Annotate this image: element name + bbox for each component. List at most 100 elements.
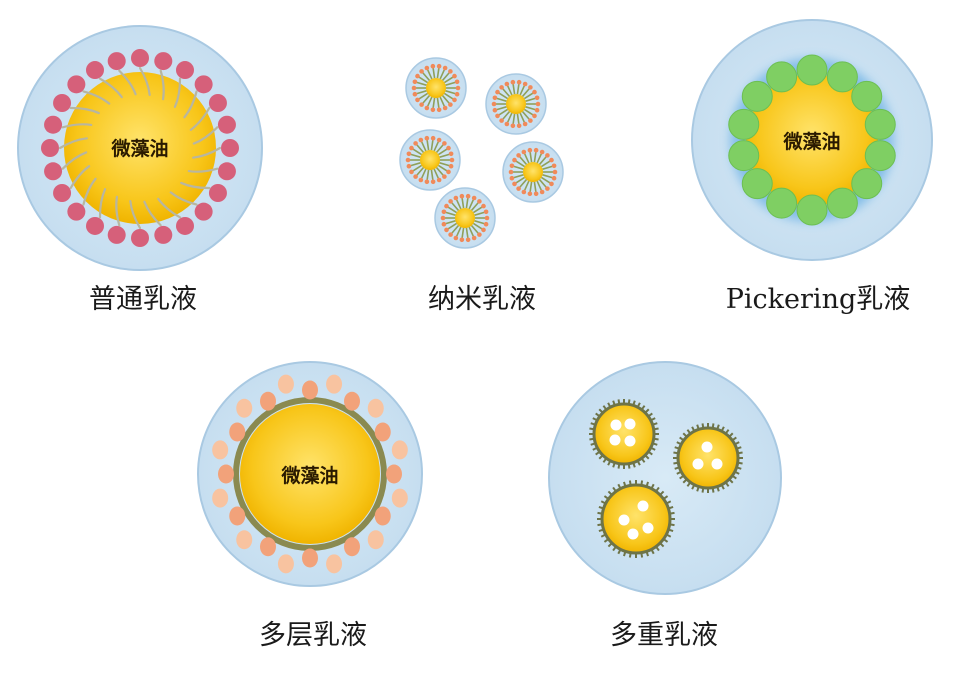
surfactant-tail bbox=[538, 179, 547, 188]
solid-particle bbox=[851, 168, 883, 200]
surfactant-tail bbox=[58, 137, 88, 150]
surfactant-tail bbox=[441, 95, 450, 104]
surfactant-head bbox=[415, 73, 420, 79]
surfactant-head bbox=[527, 191, 533, 197]
surfactant-head bbox=[415, 97, 420, 103]
surfactant-head bbox=[424, 65, 430, 71]
surfactant-head bbox=[444, 203, 449, 209]
surfactant-tail bbox=[513, 165, 524, 170]
surfactant-tail bbox=[447, 222, 458, 230]
surfactant-tail bbox=[437, 164, 448, 172]
surfactant-tail bbox=[525, 97, 536, 102]
surfactant-head bbox=[455, 85, 461, 91]
surfactant-head bbox=[508, 169, 514, 175]
surfactant-tail bbox=[538, 156, 547, 165]
caption-multilayer-emulsion: 多层乳液 bbox=[259, 620, 367, 651]
surfactant-tail bbox=[189, 106, 211, 131]
surfactant-tail bbox=[516, 84, 520, 95]
solid-particle bbox=[766, 187, 798, 219]
surfactant-head bbox=[521, 189, 527, 195]
surfactant-head bbox=[528, 85, 533, 90]
inner-water-droplet bbox=[642, 522, 654, 534]
surfactant-head bbox=[440, 215, 446, 221]
surfactant-head bbox=[512, 157, 517, 163]
surfactant-tail bbox=[433, 168, 440, 179]
surfactant-head bbox=[412, 79, 418, 85]
surfactant-tail bbox=[542, 174, 553, 179]
surfactant-tail bbox=[61, 151, 88, 170]
surfactant-tail bbox=[410, 153, 421, 158]
surfactant-tails bbox=[58, 66, 222, 230]
surfactant-tail bbox=[173, 77, 182, 108]
surfactant-tail bbox=[169, 191, 198, 206]
surfactant-head bbox=[481, 227, 486, 233]
solid-particle bbox=[864, 140, 896, 172]
surfactant-tail bbox=[533, 152, 537, 163]
surfactant-tail bbox=[416, 167, 425, 176]
surfactant-tail bbox=[82, 90, 111, 105]
surfactant-head bbox=[67, 202, 86, 221]
surfactant-tail bbox=[451, 202, 460, 211]
surfactant-tail bbox=[519, 179, 528, 188]
inner-water-droplet bbox=[624, 418, 636, 430]
surfactant-head bbox=[424, 105, 430, 111]
surfactant-head bbox=[509, 175, 515, 181]
oil-droplet bbox=[597, 480, 675, 558]
surfactant-tail bbox=[536, 180, 543, 191]
surfactant-head bbox=[446, 145, 451, 151]
inner-water-droplet bbox=[637, 500, 649, 512]
surfactant-head bbox=[534, 107, 540, 113]
surfactant-tail bbox=[474, 220, 485, 225]
surfactant-head bbox=[441, 221, 447, 227]
surfactant-head bbox=[516, 153, 521, 158]
surfactant-tail bbox=[416, 81, 427, 86]
surfactant-head bbox=[406, 151, 412, 157]
surfactant-head bbox=[441, 209, 447, 215]
surfactant-head bbox=[481, 203, 486, 209]
surfactant-head bbox=[430, 107, 436, 113]
surfactant-head bbox=[504, 81, 510, 87]
surfactant-head bbox=[549, 157, 554, 163]
layer-head bbox=[374, 506, 391, 526]
surfactant-head bbox=[221, 139, 239, 157]
surfactant-head bbox=[532, 89, 537, 95]
surfactant-head bbox=[522, 81, 528, 87]
caption-ordinary-emulsion: 普通乳液 bbox=[89, 284, 197, 315]
surfactant-tail bbox=[465, 227, 469, 238]
nano-emulsion bbox=[399, 57, 564, 249]
oil-core-label: 微藻油 bbox=[110, 137, 168, 160]
nano-droplet bbox=[434, 187, 496, 249]
surfactant-tail bbox=[436, 68, 440, 79]
surfactant-head bbox=[448, 163, 454, 169]
surfactant-head bbox=[107, 225, 126, 244]
surfactant-tail bbox=[472, 206, 483, 214]
surfactant-head bbox=[465, 193, 471, 199]
surfactant-head bbox=[86, 216, 104, 235]
surfactant-tail bbox=[98, 188, 107, 219]
layer-head bbox=[229, 422, 246, 442]
surfactant-head bbox=[499, 118, 504, 123]
surfactant-head bbox=[471, 235, 477, 241]
surfactant-tail bbox=[455, 199, 462, 210]
layer-head bbox=[236, 398, 253, 418]
surfactant-head bbox=[154, 225, 173, 244]
surfactant-tail bbox=[187, 167, 219, 173]
layer-head bbox=[218, 464, 234, 484]
oil-core bbox=[592, 402, 656, 466]
surfactant-head bbox=[484, 215, 490, 221]
surfactant-tail bbox=[525, 106, 536, 111]
surfactant-head bbox=[448, 69, 453, 74]
surfactant-tail bbox=[519, 85, 526, 96]
surfactant-tail bbox=[529, 152, 533, 163]
surfactant-tail bbox=[433, 141, 440, 152]
surfactant-head bbox=[454, 91, 460, 97]
surfactant-head bbox=[436, 107, 442, 113]
surfactant-tail bbox=[521, 88, 530, 97]
multilayer-emulsion: 微藻油 bbox=[197, 361, 423, 587]
surfactant-tail bbox=[98, 77, 123, 99]
surfactant-head bbox=[413, 174, 418, 179]
surfactant-tail bbox=[523, 153, 530, 164]
oil-core bbox=[426, 78, 446, 98]
surfactant-tail bbox=[529, 181, 533, 192]
surfactant-tail bbox=[441, 72, 450, 81]
